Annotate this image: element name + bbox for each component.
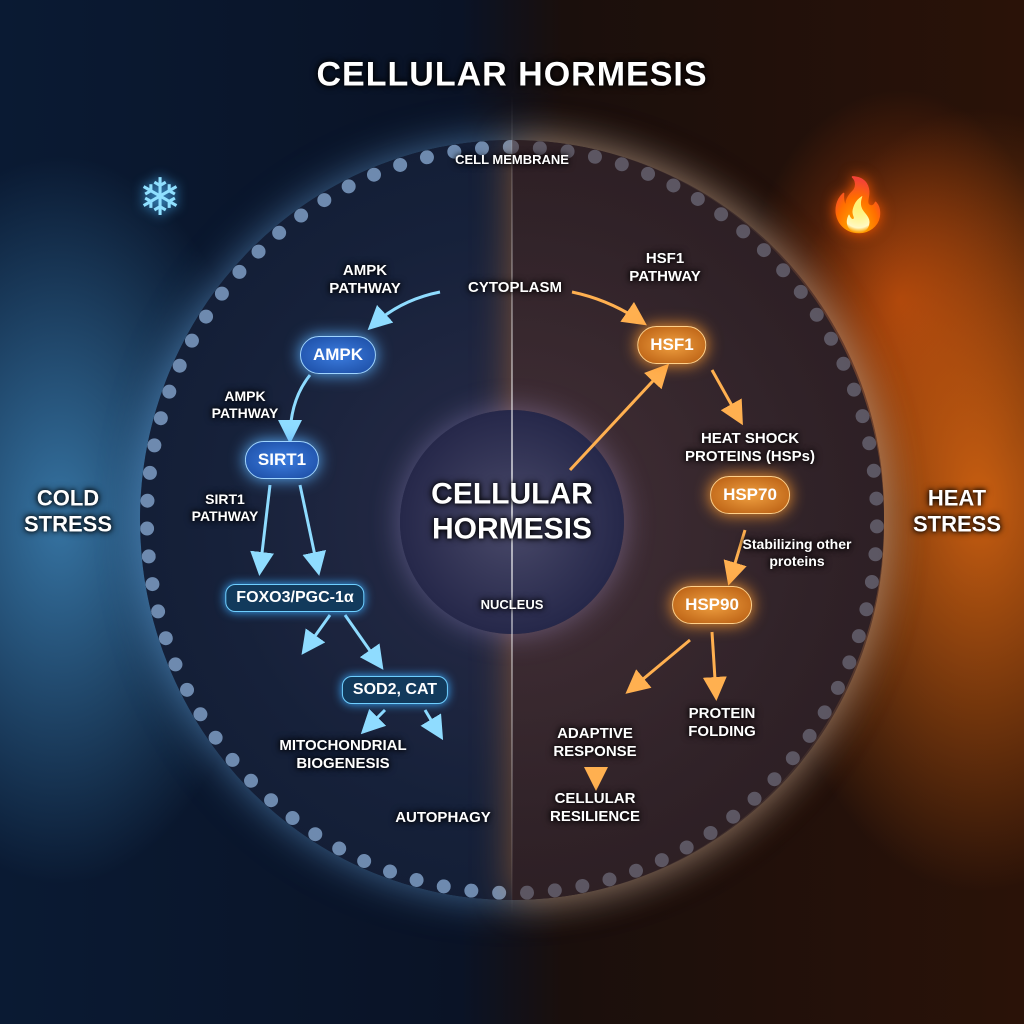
arrow-sirt1-foxo-b: [298, 484, 327, 576]
adaptive-response-label: ADAPTIVE RESPONSE: [553, 725, 637, 760]
sirt1-node: SIRT1: [244, 441, 320, 479]
arrow-cytoplasm-hsf1: [571, 290, 647, 326]
divider-line: [511, 95, 513, 915]
cytoplasm-label: CYTOPLASM: [468, 279, 562, 296]
heat-shock-proteins-label: HEAT SHOCK PROTEINS (HSPs): [684, 430, 816, 465]
arrow-ampk-sirt1: [278, 374, 312, 444]
arrow-hsp90-adaptive: [625, 638, 691, 694]
arrow-hsp70-hsp90: [723, 529, 747, 586]
ampk-pathway-label: AMPK PATHWAY: [211, 388, 279, 421]
hsp70-node: HSP70: [710, 476, 790, 514]
nucleus-label: NUCLEUS: [480, 597, 544, 613]
arrow-sirt1-foxo-a: [250, 484, 275, 576]
sirt1-pathway-label: SIRT1 PATHWAY: [191, 491, 259, 524]
cellular-resilience-label: CELLULAR RESILIENCE: [549, 790, 640, 825]
protein-folding-label: PROTEIN FOLDING: [688, 705, 756, 740]
sod2-cat-node: SOD2, CAT: [341, 676, 449, 704]
snowflake-icon: ❄: [138, 169, 182, 227]
hsf1-pathway-label: HSF1 PATHWAY: [629, 250, 701, 285]
ampk-pathway-top-label: AMPK PATHWAY: [329, 262, 401, 297]
center-title: CELLULAR HORMESIS: [431, 477, 593, 546]
arrow-nucleus-hsf1: [568, 363, 670, 472]
heat-stress-label: HEAT STRESS: [912, 485, 1002, 537]
ampk-node: AMPK: [299, 336, 377, 374]
hsf1-node: HSF1: [637, 326, 707, 364]
page-title: CELLULAR HORMESIS: [316, 55, 708, 94]
arrow-cytoplasm-ampk: [367, 290, 441, 331]
cell-membrane-label: CELL MEMBRANE: [455, 152, 569, 168]
arrow-foxo-sod: [343, 614, 384, 670]
mitochondrial-biogenesis-label: MITOCHONDRIAL BIOGENESIS: [279, 737, 407, 772]
foxo3-pgc1a-node: FOXO3/PGC-1α: [225, 584, 365, 612]
autophagy-label: AUTOPHAGY: [395, 809, 491, 826]
arrow-foxo-mito: [301, 614, 332, 655]
flame-icon: 🔥: [825, 176, 891, 235]
arrow-hsp90-folding: [702, 631, 727, 701]
cold-stress-label: COLD STRESS: [23, 485, 113, 537]
stabilizing-label: Stabilizing other proteins: [742, 536, 852, 569]
hsp90-node: HSP90: [672, 586, 752, 624]
arrow-sod-autophagy: [420, 709, 444, 741]
arrow-hsf1-hsps: [710, 369, 743, 426]
arrow-sod-mito: [360, 708, 387, 735]
